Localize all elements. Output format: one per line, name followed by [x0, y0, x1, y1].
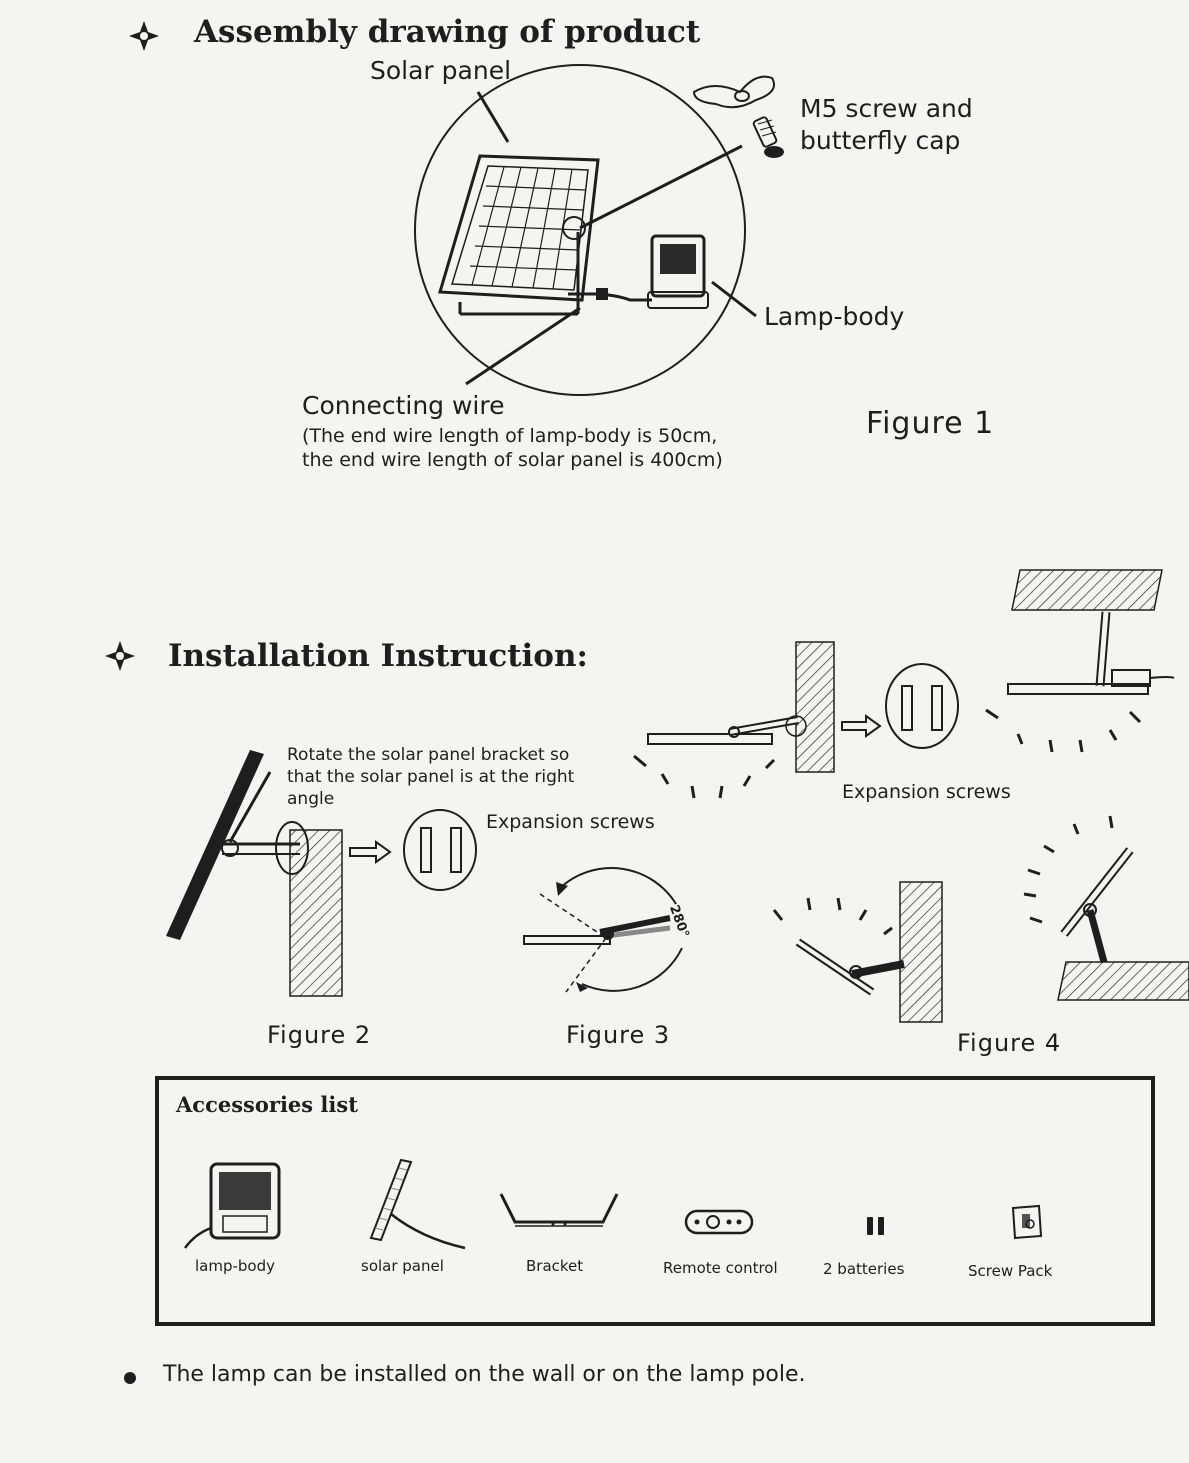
fig2-note-line3: angle: [287, 789, 335, 809]
lamp-body-icon: [183, 1162, 281, 1249]
label-screw-line1: M5 screw and: [800, 94, 973, 123]
fig2-note-line2: that the solar panel is at the right: [287, 767, 575, 787]
m5-screw-drawing: [752, 116, 784, 158]
star-bullet-icon: [105, 641, 135, 671]
figure-3-drawing: [523, 867, 683, 993]
wire-length-note: (The end wire length of lamp-body is 50c…: [302, 424, 723, 472]
figure-4-ceiling-drawing: [985, 569, 1175, 753]
accessory-label-batteries: 2 batteries: [823, 1260, 905, 1278]
lamp-body-drawing: [647, 234, 709, 309]
assembly-drawing: [414, 64, 784, 396]
installation-drawings: [166, 569, 1189, 1023]
installation-note: The lamp can be installed on the wall or…: [163, 1362, 806, 1387]
fig2-note-line1: Rotate the solar panel bracket so: [287, 745, 570, 765]
accessories-list-box: Accessories list lamp-body solar panel B…: [155, 1076, 1155, 1326]
fig2-instruction: Rotate the solar panel bracket so that t…: [287, 744, 574, 810]
figure-3-caption: Figure 3: [566, 1021, 671, 1049]
label-connecting-wire: Connecting wire: [302, 391, 505, 420]
label-screw-line2: butterfly cap: [800, 126, 961, 155]
star-bullet-icon: [129, 21, 159, 51]
accessory-label-screw-pack: Screw Pack: [968, 1262, 1053, 1280]
figure-4-floor-drawing: [1023, 815, 1189, 1001]
accessory-label-remote-control: Remote control: [663, 1259, 778, 1277]
label-solar-panel: Solar panel: [370, 56, 512, 85]
screw-pack-icon: [1011, 1204, 1043, 1240]
fig4-expansion-screws-label: Expansion screws: [842, 781, 1011, 803]
figure-4-wall-drawing: [633, 641, 959, 799]
fig2-expansion-screws-label: Expansion screws: [486, 811, 655, 833]
accessory-label-bracket: Bracket: [526, 1257, 584, 1275]
solar-panel-icon: [369, 1158, 466, 1250]
figure-2-caption: Figure 2: [267, 1021, 372, 1049]
figure-1-caption: Figure 1: [866, 406, 995, 441]
figure-4-caption: Figure 4: [957, 1029, 1062, 1057]
accessories-title: Accessories list: [176, 1092, 358, 1117]
wire-note-line2: the end wire length of solar panel is 40…: [302, 449, 723, 471]
solar-panel-drawing: [438, 154, 600, 316]
accessory-label-solar-panel: solar panel: [361, 1257, 444, 1275]
label-lamp-body: Lamp-body: [764, 302, 905, 331]
batteries-icon: [867, 1217, 884, 1235]
remote-control-icon: [684, 1209, 754, 1235]
figure-2-drawing: [166, 750, 477, 997]
butterfly-cap-drawing: [692, 75, 775, 109]
wire-note-line1: (The end wire length of lamp-body is 50c…: [302, 425, 718, 447]
figure-4-wall-lower-drawing: [772, 881, 943, 1023]
assembly-heading: Assembly drawing of product: [194, 14, 701, 50]
installation-heading: Installation Instruction:: [168, 638, 588, 674]
bracket-icon: [499, 1193, 619, 1227]
accessory-label-lamp-body: lamp-body: [195, 1257, 276, 1275]
note-bullet-icon: [124, 1372, 136, 1384]
